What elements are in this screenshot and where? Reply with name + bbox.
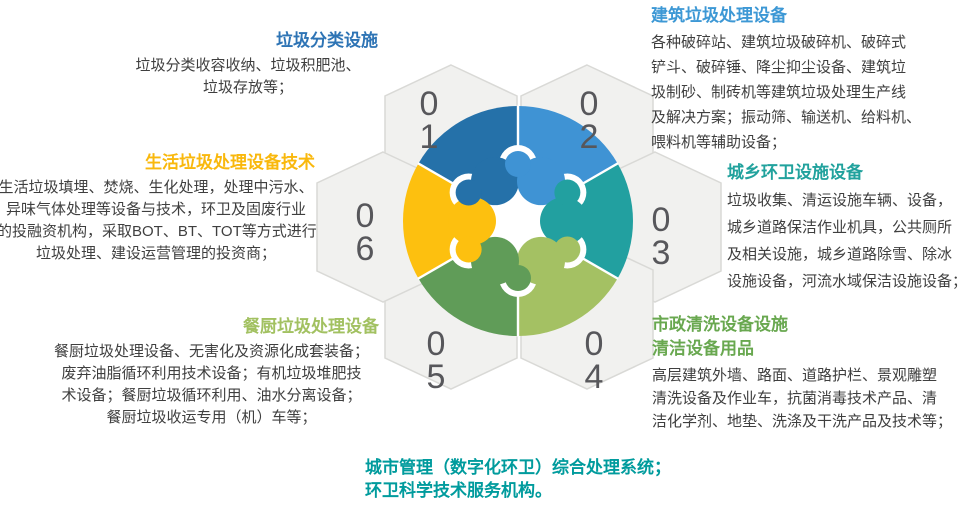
section-title: 垃圾分类设施 <box>276 31 378 50</box>
section-title: 生活垃圾处理设备技术 <box>145 153 315 172</box>
section-block-kitchen-waste: 餐厨垃圾处理设备 餐厨垃圾处理设备、无害化及资源化成套装备； 废弃油脂循环利用技… <box>44 316 379 429</box>
puzzle-tab-06 <box>455 236 482 263</box>
section-title: 市政清洗设备设施 清洁设备用品 <box>652 315 788 358</box>
section-description: 各种破碎站、建筑垃圾破碎机、破碎式 铲斗、破碎锤、降尘抑尘设备、建筑垃 圾制砂、… <box>651 34 922 151</box>
hexagon-number-06: 0 6 <box>355 197 375 268</box>
section-block-municipal-cleaning: 市政清洗设备设施 清洁设备用品 高层建筑外墙、路面、道路护栏、景观雕塑 清洗设备… <box>652 313 970 433</box>
section-description: 生活垃圾填埋、焚烧、生化处理，处理中污水、 异味气体处理等设备与技术，环卫及固废… <box>0 179 317 262</box>
hexagon-number-01: 0 1 <box>419 85 439 156</box>
section-block-urban-sanitation: 城乡环卫设施设备 垃圾收集、清运设施车辆、设备， 城乡道路保洁作业机具，公共厕所… <box>727 162 970 295</box>
section-description: 垃圾分类收容收纳、垃圾积肥池、 垃圾存放等； <box>135 57 361 96</box>
section-description: 高层建筑外墙、路面、道路护栏、景观雕塑 清洗设备及作业车，抗菌消毒技术产品、清 … <box>652 367 953 430</box>
section-block-domestic-waste: 生活垃圾处理设备技术 生活垃圾填埋、焚烧、生化处理，处理中污水、 异味气体处理等… <box>0 152 317 265</box>
hexagon-number-02: 0 2 <box>579 85 599 156</box>
section-title: 城乡环卫设施设备 <box>727 163 863 182</box>
section-block-waste-sorting: 垃圾分类设施 垃圾分类收容收纳、垃圾积肥池、 垃圾存放等； <box>118 30 378 99</box>
section-description: 餐厨垃圾处理设备、无害化及资源化成套装备； 废弃油脂循环利用技术设备；有机垃圾堆… <box>53 343 369 426</box>
puzzle-tab-02 <box>505 151 531 177</box>
section-description: 垃圾收集、清运设施车辆、设备， 城乡道路保洁作业机具，公共厕所 及相关设施，城乡… <box>727 192 968 290</box>
section-block-construction-waste: 建筑垃圾处理设备 各种破碎站、建筑垃圾破碎机、破碎式 铲斗、破碎锤、降尘抑尘设备… <box>651 5 970 155</box>
puzzle-tab-03 <box>554 179 581 206</box>
footer-summary-text: 城市管理（数字化环卫）综合处理系统； 环卫科学技术服务机构。 <box>365 458 671 500</box>
puzzle-tab-04 <box>554 236 581 263</box>
center-star-cutout <box>455 149 581 293</box>
puzzle-tab-01 <box>455 179 482 206</box>
hexagon-number-04: 0 4 <box>584 325 604 396</box>
hexagon-number-05: 0 5 <box>426 325 446 396</box>
section-title: 建筑垃圾处理设备 <box>651 6 787 25</box>
puzzle-lobe-06 <box>448 197 496 245</box>
section-title: 餐厨垃圾处理设备 <box>243 317 379 336</box>
hexagon-number-03: 0 3 <box>651 201 671 272</box>
puzzle-tab-05 <box>505 265 531 291</box>
puzzle-lobe-03 <box>540 197 588 245</box>
